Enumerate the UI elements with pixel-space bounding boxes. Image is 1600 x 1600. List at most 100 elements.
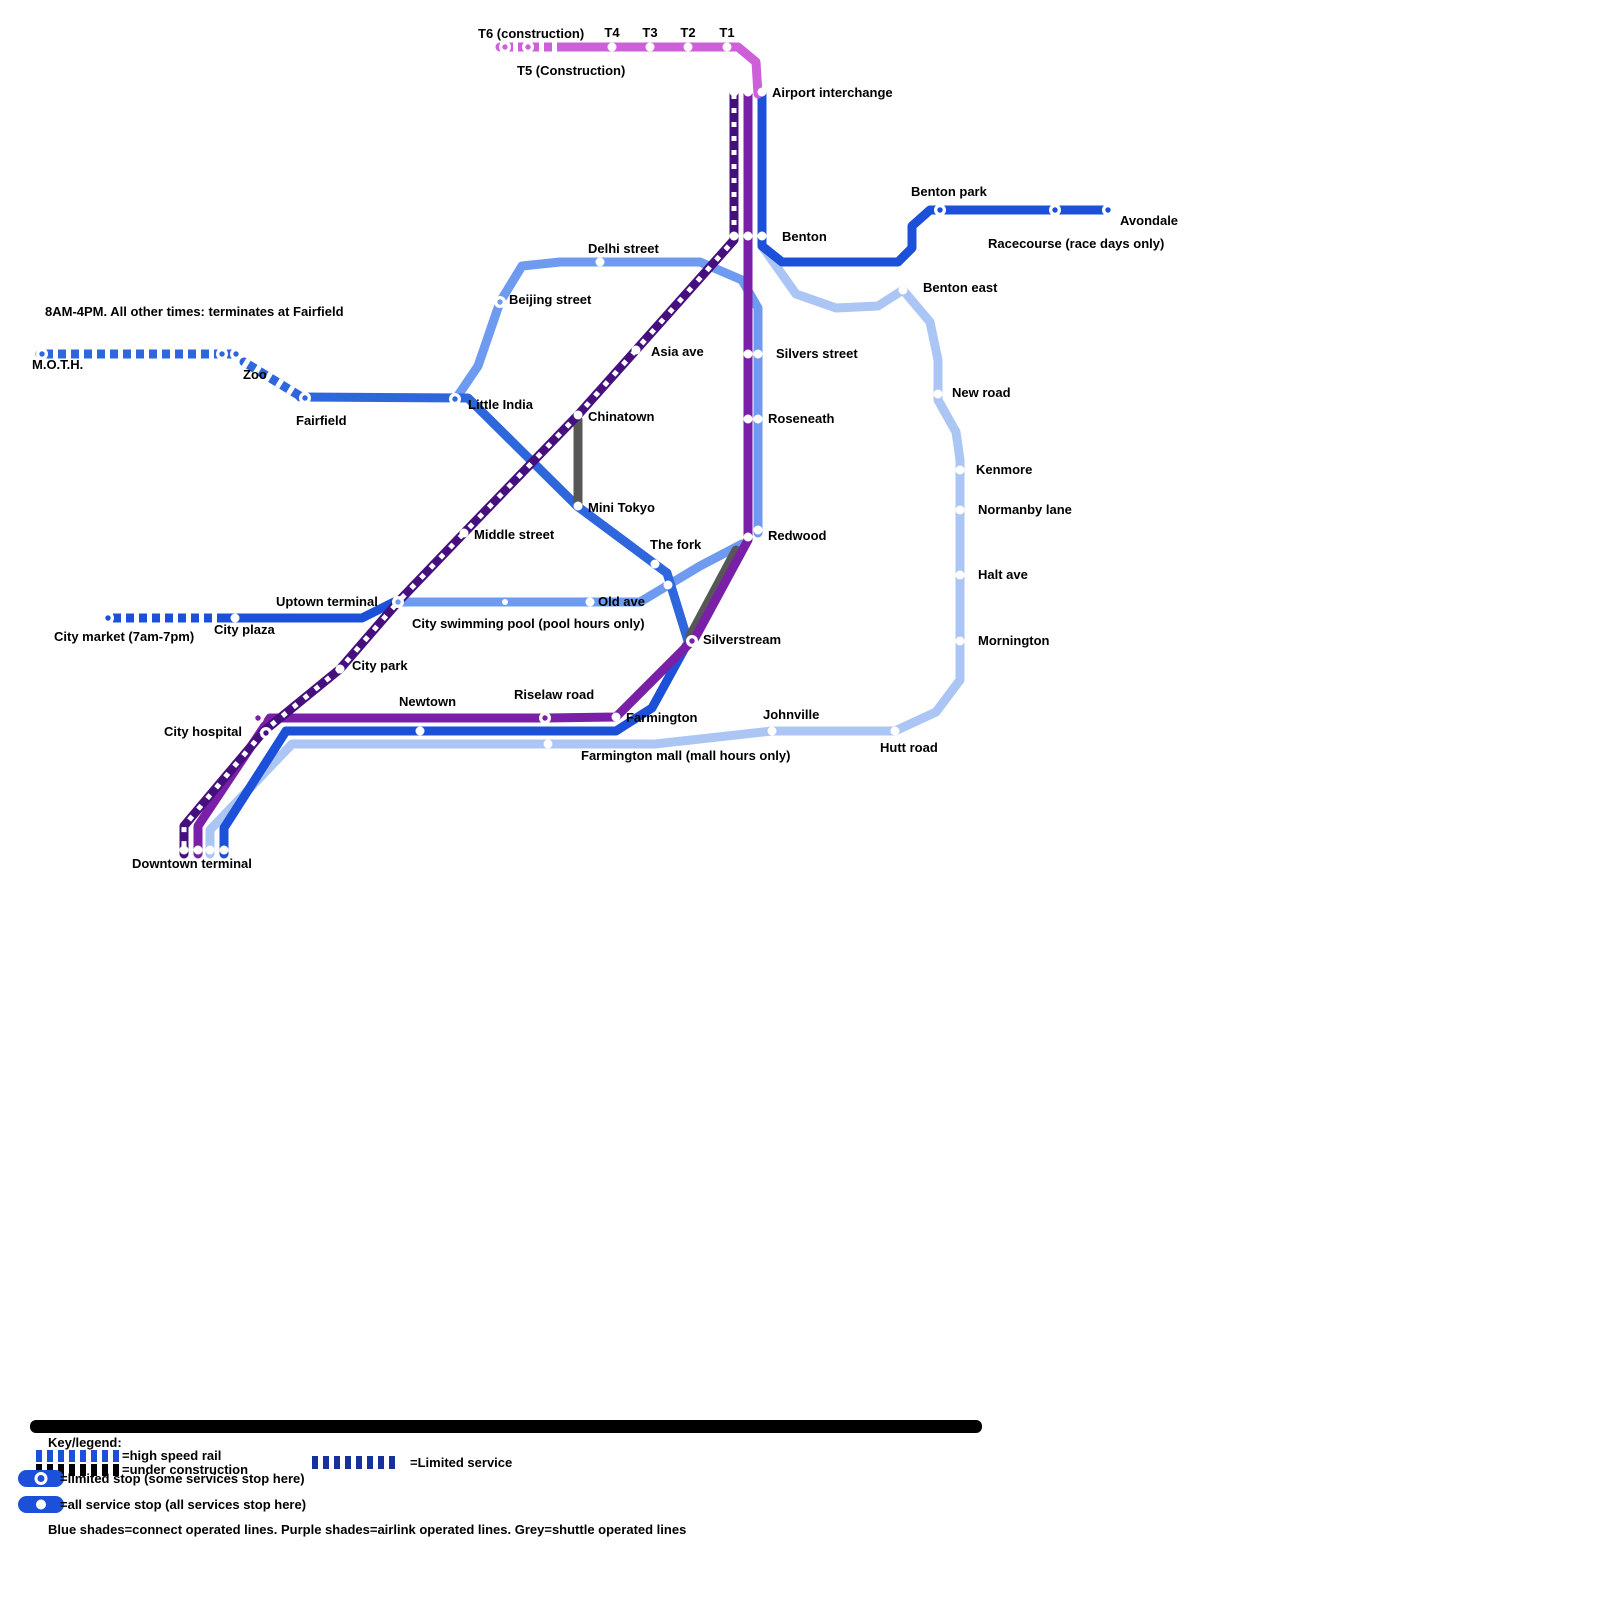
line-fairfield-limited-diag-limited-stripes [241,358,303,400]
station-label-t5: T5 (Construction) [517,63,625,78]
legend-high-speed-rail-swatch-bar [80,1450,86,1462]
legend-under-construction-swatch-bar [69,1464,75,1476]
station-city-park [335,664,345,674]
legend-high-speed-rail-swatch-bar [102,1450,108,1462]
station-label-silvers-street: Silvers street [776,346,858,361]
station-t6-center [502,44,508,50]
station-fairfield-center [302,395,308,401]
legend-high-speed-rail-label: =high speed rail [122,1448,221,1463]
station-label-delhi-street: Delhi street [588,241,659,256]
station-moth-center [39,351,45,357]
station-label-zoo: Zoo [243,367,267,382]
station-kenmore [955,465,965,475]
station-farmington [611,712,621,722]
legend-under-construction-swatch-bar [113,1464,119,1476]
legend-under-construction-swatch-bar [58,1464,64,1476]
legend-high-speed-rail-swatch-bar [113,1450,119,1462]
line-city-market-line [217,597,399,623]
station-label-t6: T6 (construction) [478,26,584,41]
station-city-hospital-center [263,730,269,736]
station-riselaw-road-center [542,715,548,721]
legend-under-construction-swatch-bar [91,1464,97,1476]
legend-limited-service-swatch-bar [389,1456,395,1469]
station-label-new-road: New road [952,385,1011,400]
station-downtown-terminal [219,845,229,855]
legend-all-service-stop-dot-icon [36,1499,46,1510]
station-asia-ave [631,345,641,355]
station-uptown-terminal-center [395,599,401,605]
legend-limited-service-label: =Limited service [410,1455,512,1470]
station-label-airport-interchange: Airport interchange [772,85,893,100]
station-label-moth: M.O.T.H. [32,357,83,372]
station-label-halt-ave: Halt ave [978,567,1028,582]
station-halt-ave [955,570,965,580]
station-normanby-lane [955,505,965,515]
station-downtown-c [205,845,215,855]
station-label-city-park: City park [352,658,408,673]
legend-limited-stop-label: =limited stop (some services stop here) [60,1471,305,1486]
station-label-farmington: Farmington [626,710,698,725]
station-silvers-street [743,349,753,359]
station-label-johnville: Johnville [763,707,819,722]
station-label-mornington: Mornington [978,633,1050,648]
legend-high-speed-rail-swatch [36,1450,119,1462]
station-label-beijing-street: Beijing street [509,292,592,307]
station-label-redwood: Redwood [768,528,827,543]
legend-under-construction-swatch-bar [102,1464,108,1476]
station-the-fork-b [663,580,673,590]
station-airport-interchange [757,87,767,97]
line-benton-avondale [757,89,1113,267]
station-newtown [415,726,425,736]
station-label-newtown: Newtown [399,694,456,709]
legend-limited-service-swatch-bar [323,1456,329,1469]
station-benton-park-center [937,207,943,213]
station-racecourse-center [1052,207,1058,213]
line-mornington-loop [205,241,965,859]
station-benton-east [898,285,908,295]
station-redwood [743,532,753,542]
station-city-market-center [105,615,111,621]
station-airport-a [729,87,739,97]
legend-divider-bar [30,1420,982,1433]
station-zoo-center [233,351,239,357]
legend-limited-stop-pill [18,1470,64,1487]
station-label-uptown-terminal: Uptown terminal [276,594,378,609]
station-label-middle-street: Middle street [474,527,555,542]
station-label-city-hospital: City hospital [164,724,242,739]
legend-limited-service-swatch-bar [367,1456,373,1469]
station-label-racecourse: Racecourse (race days only) [988,236,1164,251]
station-t2 [683,42,693,52]
station-label-t4: T4 [604,25,620,40]
legend-high-speed-rail-swatch-bar [69,1450,75,1462]
line-airlink-express-limited-dashes [181,94,737,854]
legend-operator-note: Blue shades=connect operated lines. Purp… [48,1522,686,1537]
line-redwood-shuttle [685,545,741,641]
station-zoo-a-center [219,351,225,357]
station-silvers-street-b [753,349,763,359]
station-chinatown [573,410,583,420]
legend-limited-service-swatch-bar [345,1456,351,1469]
legend-limited-service-swatch-bar [312,1456,318,1469]
station-label-normanby-lane: Normanby lane [978,502,1072,517]
legend-limited-service-swatch-bar [378,1456,384,1469]
legend-high-speed-rail-swatch-bar [47,1450,53,1462]
legend-under-construction-swatch-bar [80,1464,86,1476]
legend-high-speed-rail-swatch-bar [91,1450,97,1462]
station-label-riselaw-road: Riselaw road [514,687,594,702]
legend-high-speed-rail-swatch-bar [36,1450,42,1462]
station-benton-a [729,231,739,241]
station-downtown-b [193,845,203,855]
station-label-asia-ave: Asia ave [651,344,704,359]
station-city-hospital-a-center [255,715,261,721]
station-t4 [607,42,617,52]
station-silverstream-center [689,638,695,644]
station-label-little-india: Little India [468,397,534,412]
station-farmington-mall [543,739,553,749]
legend-title: Key/legend: [48,1435,122,1450]
station-roseneath-b [753,414,763,424]
legend-limited-stop-ring-icon [34,1472,48,1485]
note-fairfield-service-note: 8AM-4PM. All other times: terminates at … [45,304,344,319]
station-label-city-market: City market (7am-7pm) [54,629,194,644]
station-label-benton-east: Benton east [923,280,998,295]
station-label-kenmore: Kenmore [976,462,1032,477]
